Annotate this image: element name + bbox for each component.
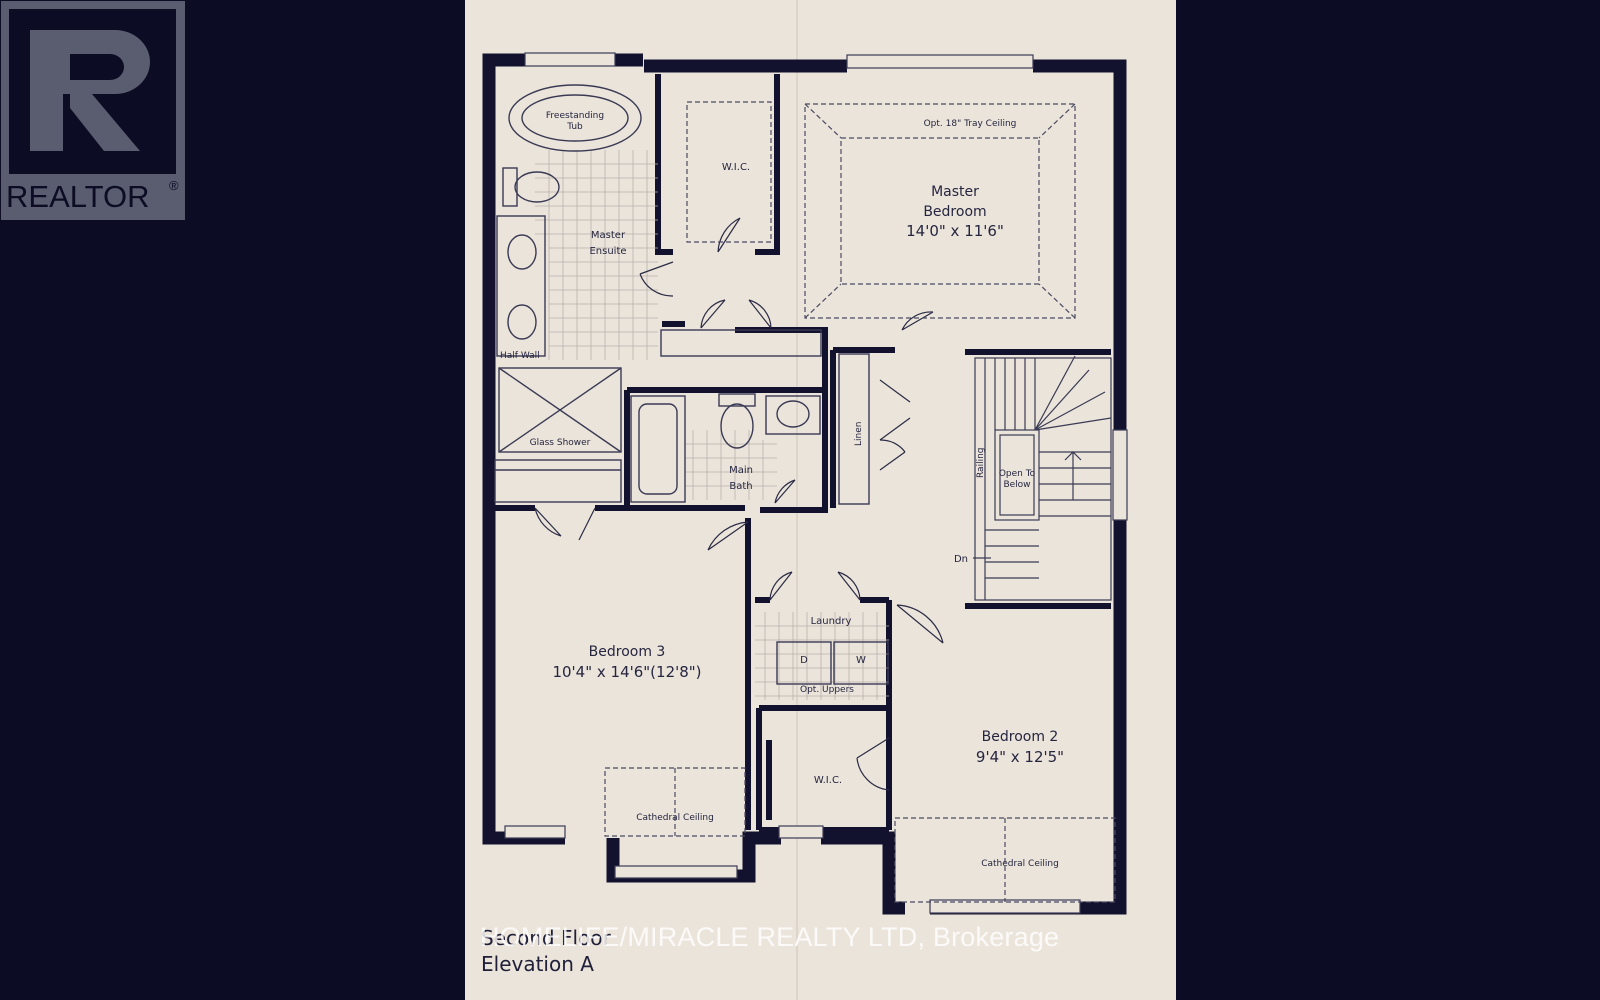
washer-label: W: [856, 655, 866, 666]
laundry-tile-grid: [755, 612, 889, 700]
cathedral-ceiling-right-label: Cathedral Ceiling: [981, 859, 1059, 869]
main-bath-label-line1: Main: [729, 465, 753, 476]
ensuite-tile-grid: [535, 150, 658, 360]
half-wall-label: Half Wall: [500, 351, 540, 361]
plan-title-line2: Elevation A: [481, 952, 594, 976]
realtor-logo: REALTOR ®: [0, 0, 186, 221]
master-bedroom-name-line2: Bedroom: [923, 204, 986, 220]
wic-bottom-label: W.I.C.: [814, 775, 842, 786]
linen-closet: [838, 353, 870, 505]
tub-label-line2: Tub: [566, 122, 583, 132]
main-bath-tub: [630, 395, 686, 503]
room-labels: Freestanding Tub W.I.C. Opt. 18" Tray Ce…: [481, 111, 1064, 976]
staircase: [973, 355, 1112, 601]
freestanding-tub: [508, 84, 642, 152]
tray-ceiling-inner: [840, 137, 1040, 285]
dryer: [776, 641, 832, 685]
linen-label: Linen: [854, 422, 864, 446]
glass-shower-label: Glass Shower: [530, 438, 591, 448]
cathedral-ceiling-left-label: Cathedral Ceiling: [636, 813, 714, 823]
realtor-logo-graphic: REALTOR ®: [1, 1, 185, 220]
floor-plan-drawing: Freestanding Tub W.I.C. Opt. 18" Tray Ce…: [481, 0, 1128, 1000]
opt-uppers-label: Opt. Uppers: [800, 685, 854, 695]
wic-top-label: W.I.C.: [722, 162, 750, 173]
railing-label: Railing: [976, 448, 986, 479]
master-bedroom-name-line1: Master: [931, 184, 979, 200]
wic-shelf-outline: [686, 101, 772, 243]
main-bath-sink: [765, 395, 821, 435]
doors: [534, 217, 944, 791]
windows: [504, 52, 1128, 914]
washer: [833, 641, 889, 685]
tub-label-line1: Freestanding: [546, 111, 604, 121]
bedroom3-dims: 10'4" x 14'6"(12'8"): [552, 663, 701, 681]
open-to-below-line1: Open To: [999, 469, 1036, 479]
master-bedroom-dims: 14'0" x 11'6": [906, 222, 1004, 240]
ensuite-label-line2: Ensuite: [589, 246, 626, 257]
brokerage-watermark: HOMELIFE/MIRACLE REALTY LTD, Brokerage: [480, 922, 1060, 952]
ensuite-vanity: [496, 215, 546, 357]
bedroom3-name: Bedroom 3: [589, 644, 666, 660]
tray-ceiling-label: Opt. 18" Tray Ceiling: [924, 119, 1017, 129]
bedroom2-name: Bedroom 2: [982, 729, 1059, 745]
bedroom2-dims: 9'4" x 12'5": [976, 748, 1064, 766]
plan-title-line1: Second Floor: [481, 926, 611, 950]
open-to-below-void: [994, 429, 1040, 521]
laundry-label: Laundry: [811, 616, 852, 627]
stairs-down-label: Dn: [954, 554, 968, 565]
main-bath-toilet: [718, 393, 756, 407]
ceiling-outlines: [604, 101, 1116, 903]
ensuite-label-line1: Master: [591, 230, 626, 241]
dryer-label: D: [800, 655, 808, 666]
logo-registered-mark: ®: [169, 178, 179, 193]
glass-shower: [498, 367, 622, 453]
ensuite-toilet: [502, 167, 518, 207]
fixtures: [494, 84, 889, 685]
open-to-below-line2: Below: [1003, 480, 1030, 490]
main-bath-tile-grid: [685, 430, 777, 500]
logo-r-mark: [30, 30, 150, 151]
logo-wordmark: REALTOR: [6, 179, 150, 214]
tray-ceiling-outer: [804, 103, 1076, 319]
main-bath-label-line2: Bath: [729, 481, 752, 492]
floor-plan-sheet: Freestanding Tub W.I.C. Opt. 18" Tray Ce…: [465, 0, 1176, 1000]
